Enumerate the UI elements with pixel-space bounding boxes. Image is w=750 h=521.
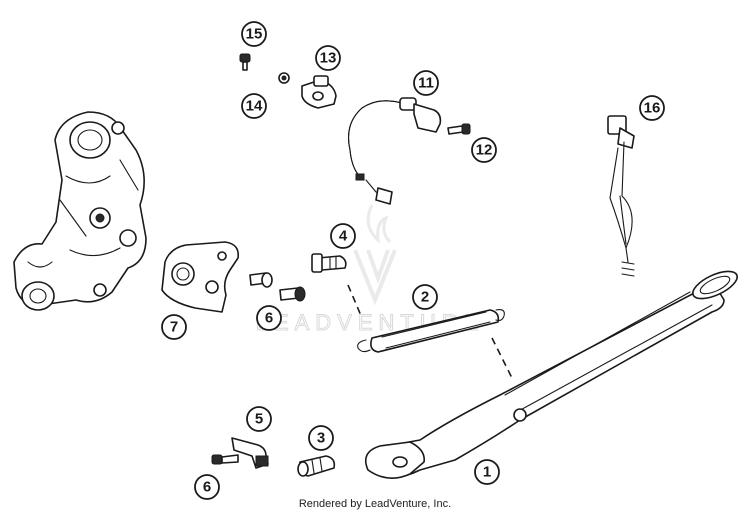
switch-13 bbox=[301, 75, 337, 109]
screw-12 bbox=[447, 123, 471, 135]
callout-label: 14 bbox=[246, 98, 263, 115]
callout-4[interactable]: 4 bbox=[330, 223, 356, 249]
callout-label: 4 bbox=[339, 228, 348, 245]
callout-15[interactable]: 15 bbox=[241, 21, 267, 47]
callout-1[interactable]: 1 bbox=[474, 459, 500, 485]
callout-label: 16 bbox=[644, 100, 661, 117]
callout-label: 13 bbox=[320, 50, 337, 67]
side-stand-leg bbox=[364, 270, 738, 479]
bolt-4 bbox=[311, 253, 347, 273]
render-credit: Rendered by LeadVenture, Inc. bbox=[298, 498, 452, 510]
callout-6-lower[interactable]: 6 bbox=[194, 474, 220, 500]
callout-16[interactable]: 16 bbox=[639, 95, 665, 121]
callout-7[interactable]: 7 bbox=[161, 314, 187, 340]
callout-label: 6 bbox=[265, 310, 273, 327]
screw-15 bbox=[239, 53, 251, 71]
callout-label: 2 bbox=[421, 289, 429, 306]
callout-label: 1 bbox=[483, 464, 491, 481]
callout-label: 7 bbox=[170, 319, 178, 336]
bracket-plate bbox=[161, 241, 240, 313]
callout-14[interactable]: 14 bbox=[241, 93, 267, 119]
bolts-6-upper bbox=[249, 272, 306, 302]
callout-label: 5 bbox=[255, 411, 263, 428]
callout-label: 12 bbox=[476, 142, 493, 159]
callout-13[interactable]: 13 bbox=[315, 45, 341, 71]
callout-label: 3 bbox=[317, 430, 325, 447]
bolt-6-lower bbox=[211, 454, 239, 465]
frame-mount bbox=[13, 111, 147, 311]
callout-12[interactable]: 12 bbox=[471, 137, 497, 163]
callout-5[interactable]: 5 bbox=[246, 406, 272, 432]
sensor-cable bbox=[347, 97, 442, 205]
cable-tie bbox=[607, 115, 635, 277]
callout-label: 15 bbox=[246, 26, 263, 43]
callout-6-upper[interactable]: 6 bbox=[256, 305, 282, 331]
nut-14 bbox=[278, 72, 290, 84]
callout-11[interactable]: 11 bbox=[413, 70, 439, 96]
switch-bracket bbox=[231, 437, 269, 469]
callout-2[interactable]: 2 bbox=[412, 284, 438, 310]
callout-3[interactable]: 3 bbox=[308, 425, 334, 451]
spring bbox=[347, 284, 513, 379]
pin-bolt bbox=[297, 455, 336, 477]
callout-label: 11 bbox=[418, 75, 434, 92]
watermark-logo bbox=[353, 204, 397, 306]
callout-label: 6 bbox=[203, 479, 211, 496]
